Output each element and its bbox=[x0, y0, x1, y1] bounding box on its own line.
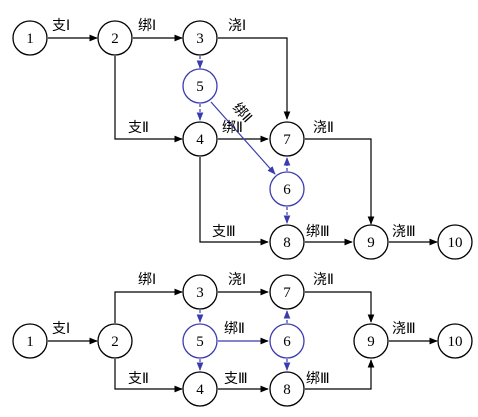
node: 6 bbox=[269, 323, 305, 359]
node-number: 9 bbox=[367, 334, 375, 350]
activity-label: 浇Ⅰ bbox=[228, 272, 246, 288]
node-number: 5 bbox=[196, 79, 204, 95]
node: 4 bbox=[182, 371, 218, 407]
node-number: 8 bbox=[283, 382, 291, 398]
node-number: 2 bbox=[111, 334, 119, 350]
edge-8-9 bbox=[305, 359, 375, 390]
node-number: 5 bbox=[196, 334, 204, 350]
edge-7-9 bbox=[305, 291, 375, 323]
activity-label: 支Ⅰ bbox=[52, 321, 70, 337]
edge-7-9 bbox=[305, 138, 375, 225]
node-number: 7 bbox=[283, 132, 291, 148]
node-number: 6 bbox=[283, 334, 291, 350]
activity-label: 浇Ⅰ bbox=[228, 18, 246, 34]
node-number: 6 bbox=[283, 182, 291, 198]
node: 6 bbox=[269, 171, 305, 207]
node-number: 9 bbox=[367, 235, 375, 251]
node-number: 1 bbox=[26, 334, 34, 350]
node: 2 bbox=[97, 20, 133, 56]
activity-label: 支Ⅱ bbox=[128, 371, 149, 387]
node-number: 4 bbox=[196, 132, 204, 148]
activity-label: 绑Ⅱ bbox=[222, 120, 243, 136]
activity-label: 支Ⅰ bbox=[52, 18, 70, 34]
edge-4-8 bbox=[199, 157, 269, 246]
node-number: 10 bbox=[448, 334, 463, 350]
node-number: 3 bbox=[196, 31, 204, 47]
node: 1 bbox=[12, 323, 48, 359]
activity-label: 支Ⅱ bbox=[128, 120, 149, 136]
activity-label: 绑Ⅱ bbox=[224, 321, 245, 337]
node-number: 10 bbox=[448, 235, 463, 251]
edge-3-7 bbox=[218, 37, 291, 120]
edge-2-3 bbox=[114, 288, 183, 323]
node-number: 2 bbox=[111, 31, 119, 47]
activity-label: 绑Ⅰ bbox=[138, 272, 156, 288]
node: 7 bbox=[269, 121, 305, 157]
edge-5-6 bbox=[210, 101, 276, 175]
node: 8 bbox=[269, 224, 305, 260]
node-number: 1 bbox=[26, 31, 34, 47]
activity-label: 浇Ⅲ bbox=[392, 224, 416, 240]
node: 9 bbox=[353, 323, 389, 359]
edge-2-4 bbox=[114, 359, 183, 393]
activity-label: 绑Ⅲ bbox=[306, 371, 330, 387]
node-number: 8 bbox=[283, 235, 291, 251]
node: 9 bbox=[353, 224, 389, 260]
activity-label: 支Ⅲ bbox=[224, 371, 248, 387]
node: 8 bbox=[269, 371, 305, 407]
top-network-diagram: 支Ⅰ 绑Ⅰ 浇Ⅰ 支Ⅱ 绑Ⅱ 浇Ⅱ 支Ⅲ 绑Ⅲ 浇Ⅲ 绑Ⅱ 1 2 3 4 5 bbox=[12, 18, 473, 260]
activity-label: 绑Ⅲ bbox=[306, 224, 330, 240]
edge-2-4 bbox=[114, 56, 183, 143]
activity-label: 支Ⅲ bbox=[212, 224, 236, 240]
node: 10 bbox=[437, 323, 473, 359]
activity-label: 浇Ⅲ bbox=[392, 321, 416, 337]
node: 10 bbox=[437, 224, 473, 260]
activity-label: 浇Ⅱ bbox=[313, 120, 334, 136]
node: 4 bbox=[182, 121, 218, 157]
node: 3 bbox=[182, 274, 218, 310]
bottom-network-diagram: 支Ⅰ 绑Ⅰ 浇Ⅰ 浇Ⅱ 绑Ⅱ 浇Ⅲ 支Ⅱ 支Ⅲ 绑Ⅲ 1 2 3 5 4 bbox=[12, 272, 473, 407]
node: 2 bbox=[97, 323, 133, 359]
node: 5 bbox=[182, 323, 218, 359]
node: 7 bbox=[269, 274, 305, 310]
node-number: 3 bbox=[196, 285, 204, 301]
activity-label: 浇Ⅱ bbox=[313, 272, 334, 288]
activity-label: 绑Ⅰ bbox=[138, 18, 156, 34]
node: 5 bbox=[182, 68, 218, 104]
node-number: 4 bbox=[196, 382, 204, 398]
node: 3 bbox=[182, 20, 218, 56]
node: 1 bbox=[12, 20, 48, 56]
node-number: 7 bbox=[283, 285, 291, 301]
